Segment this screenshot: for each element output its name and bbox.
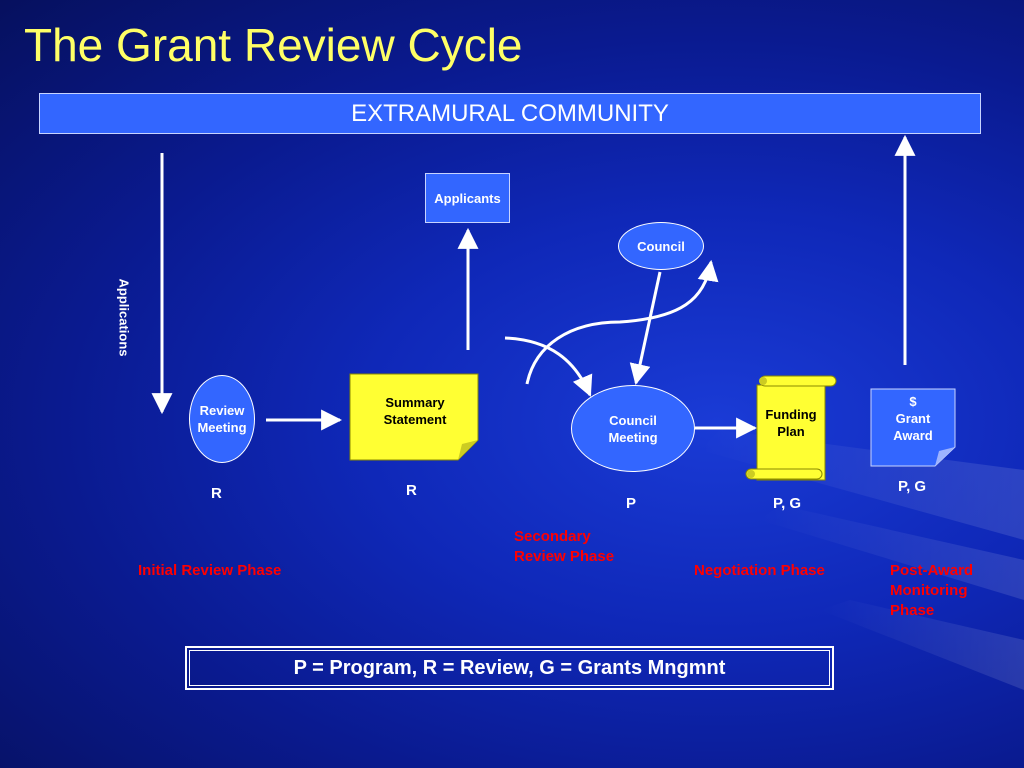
grant-award-label: $ Grant Award — [871, 393, 955, 444]
funding-plan-scroll — [745, 375, 837, 481]
council-s-curve — [525, 259, 719, 385]
role-council-meeting: P — [626, 495, 637, 512]
council-meeting-oval: Council Meeting — [571, 385, 695, 472]
award-line: Award — [893, 428, 933, 443]
role-summary-statement: R — [406, 482, 417, 499]
council-label: Council — [637, 238, 685, 254]
role-funding-plan: P, G — [773, 495, 802, 512]
secondary-line2: Review Phase — [514, 548, 615, 565]
role-grant-award: P, G — [898, 478, 927, 495]
post-award-line2: Monitoring — [890, 582, 968, 599]
secondary-line1: Secondary — [514, 528, 591, 545]
slide-title: The Grant Review Cycle — [24, 19, 523, 71]
community-label: EXTRAMURAL COMMUNITY — [351, 99, 669, 127]
post-award-line3: Phase — [890, 602, 935, 619]
legend-text: P = Program, R = Review, G = Grants Mngm… — [189, 650, 830, 686]
extramural-community-box: EXTRAMURAL COMMUNITY — [39, 93, 981, 134]
council-oval: Council — [618, 222, 704, 270]
summary-to-council-curve — [504, 336, 593, 397]
summary-statement-label: Summary Statement — [383, 395, 447, 427]
grant-award-note — [870, 388, 956, 467]
council-to-meeting-arrow — [629, 271, 662, 386]
secondary-review-phase: Secondary Review Phase — [514, 527, 614, 567]
review-meeting-label: Review Meeting — [197, 403, 247, 435]
dollar-symbol: $ — [909, 394, 917, 409]
funding-plan-label: Funding Plan — [765, 407, 817, 439]
applicants-box: Applicants — [425, 173, 510, 223]
applicants-label: Applicants — [434, 190, 501, 206]
post-award-line1: Post-Award — [890, 562, 974, 579]
negotiation-phase: Negotiation Phase — [694, 562, 825, 579]
review-meeting-oval: Review Meeting — [189, 375, 255, 463]
initial-review-phase: Initial Review Phase — [138, 562, 282, 579]
legend-box: P = Program, R = Review, G = Grants Mngm… — [185, 646, 834, 690]
post-award-phase: Post-Award Monitoring Phase — [890, 561, 973, 621]
council-meeting-label: Council Meeting — [608, 412, 658, 445]
summary-statement-note — [349, 373, 479, 461]
grant-line: Grant — [895, 411, 931, 426]
role-review-meeting: R — [211, 485, 222, 502]
